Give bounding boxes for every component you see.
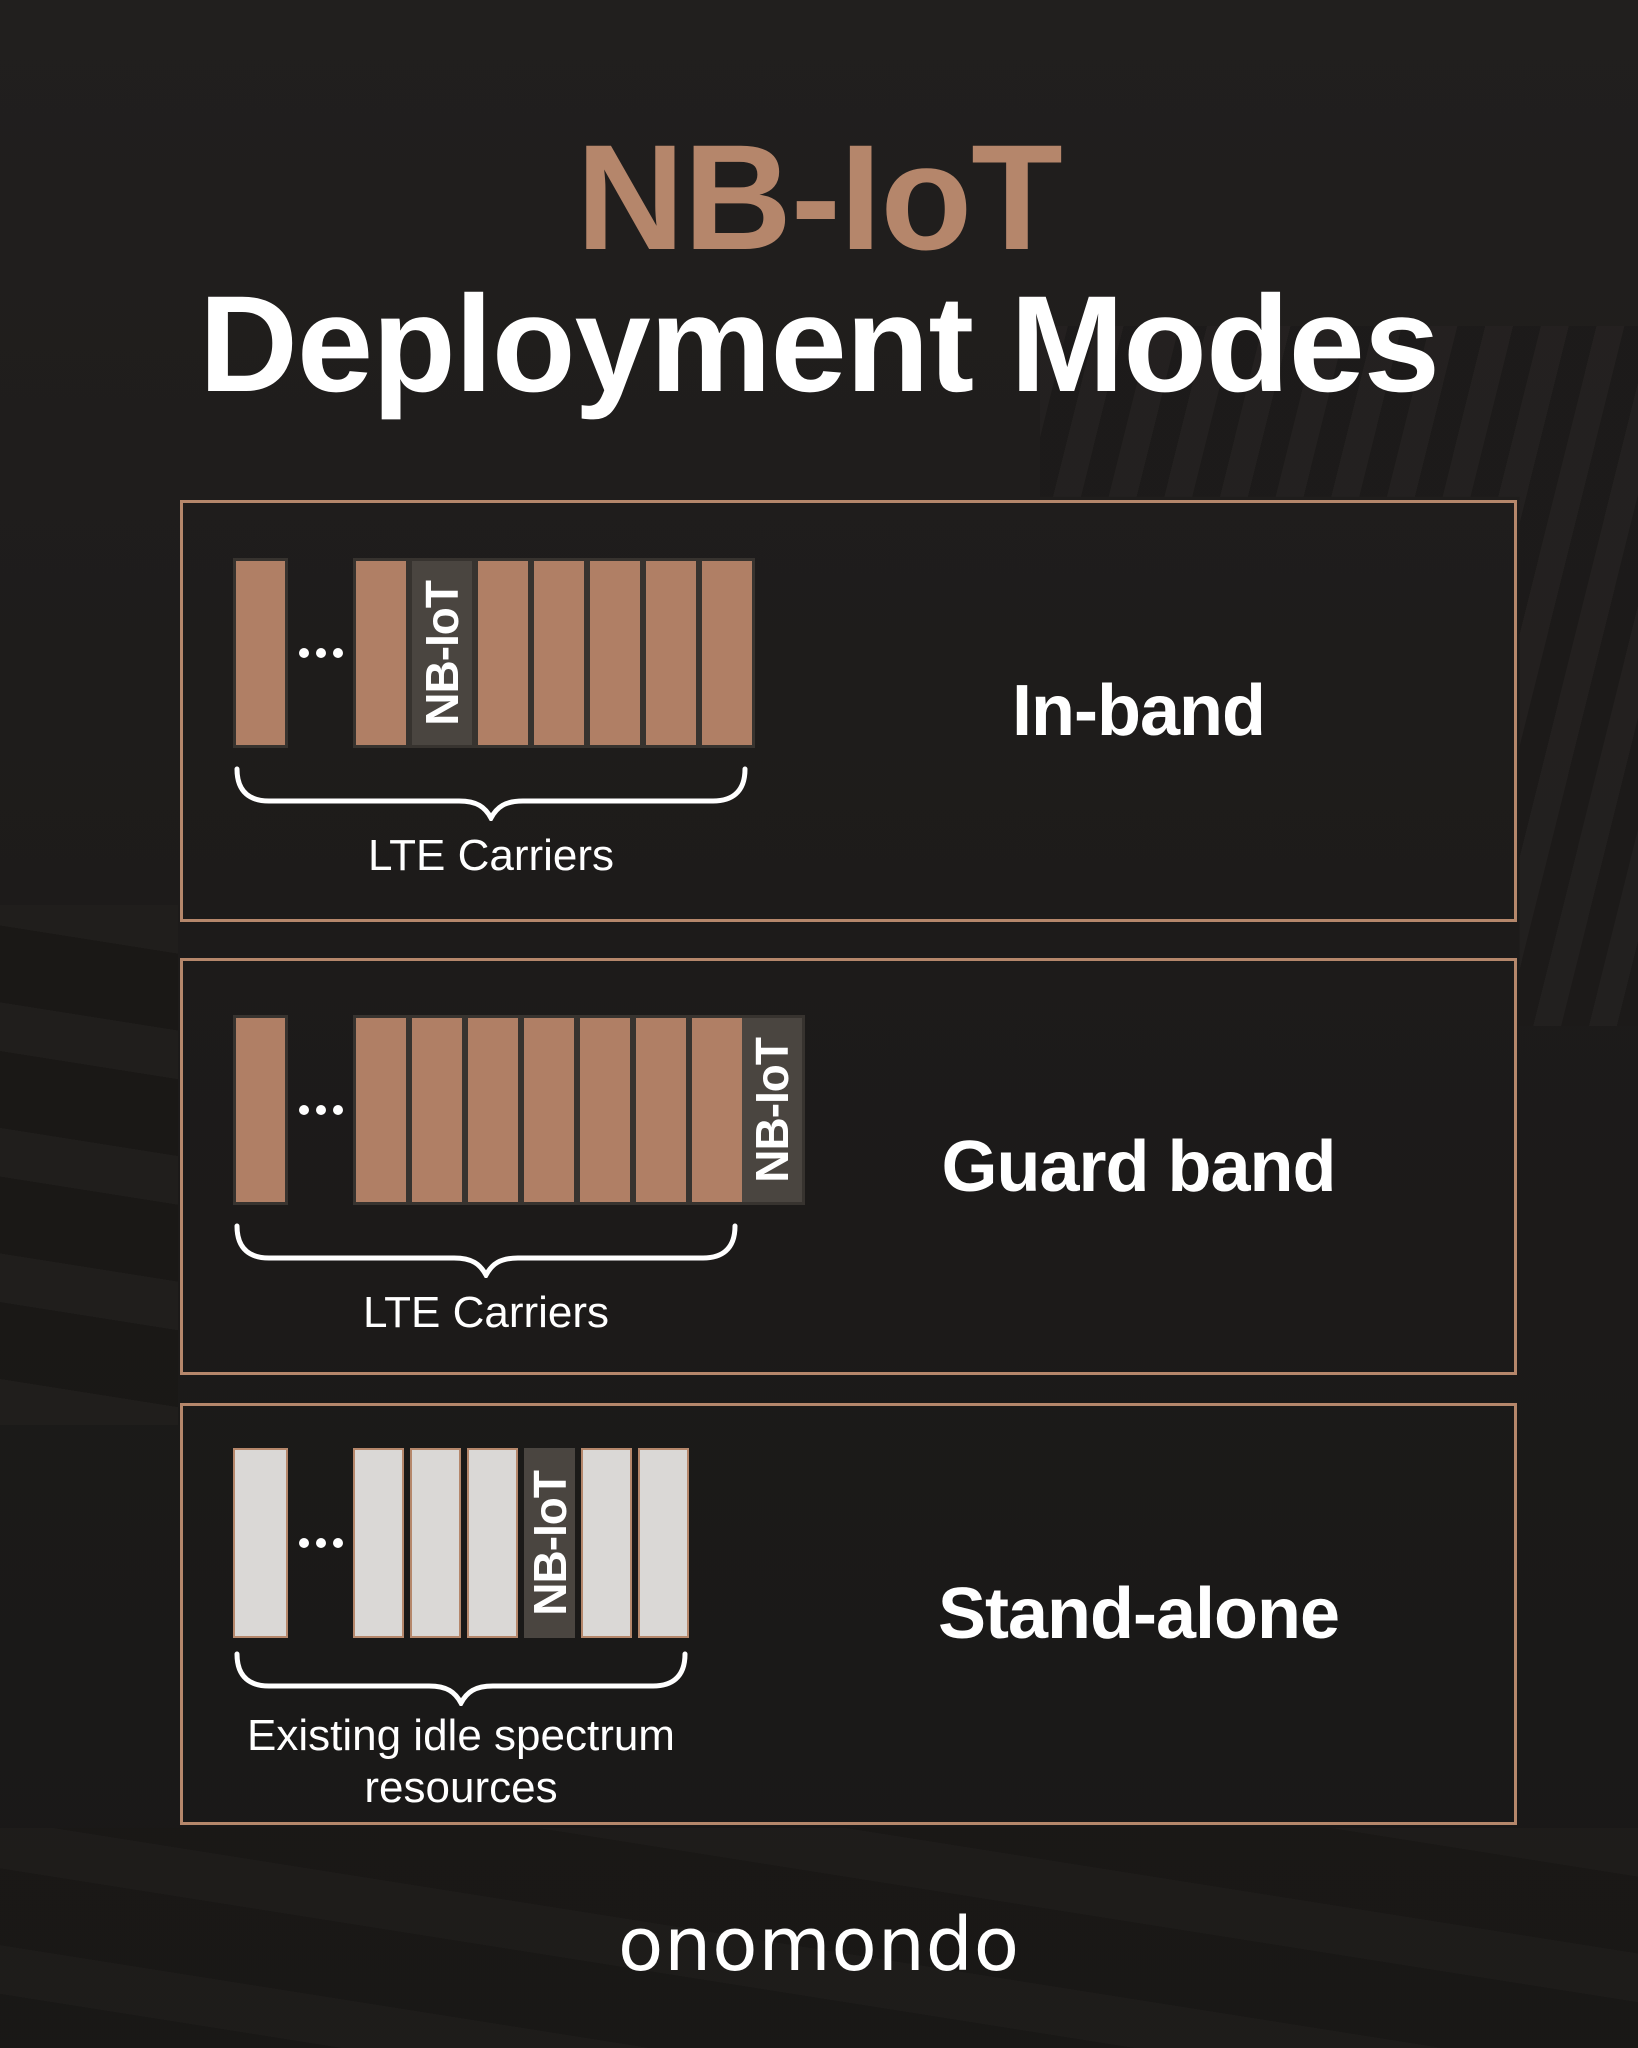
ellipsis-dots xyxy=(288,558,353,748)
nbiot-bar-label: NB-IoT xyxy=(416,580,468,726)
lte-carrier-bar xyxy=(468,1018,518,1202)
idle-spectrum-bar xyxy=(638,1448,689,1638)
lte-carrier-bar xyxy=(580,1018,630,1202)
carrier-group: NB-IoT xyxy=(353,1448,689,1638)
ellipsis-dot xyxy=(332,648,343,658)
ellipsis-dot xyxy=(315,648,326,658)
ellipsis-dot xyxy=(315,1105,326,1115)
ellipsis-dot xyxy=(298,648,309,658)
nbiot-bar: NB-IoT xyxy=(412,561,472,745)
ellipsis-dot xyxy=(332,1105,343,1115)
in-band-spectrum-diagram: NB-IoT LTE Carriers xyxy=(183,503,1514,919)
idle-spectrum-bar xyxy=(233,1448,288,1638)
lte-carrier-bar xyxy=(636,1018,686,1202)
nbiot-bar-label: NB-IoT xyxy=(523,1470,576,1616)
ellipsis-dots xyxy=(288,1015,353,1205)
lte-carrier-bar xyxy=(233,1015,288,1205)
lte-carrier-bar xyxy=(356,1018,406,1202)
idle-spectrum-bar xyxy=(467,1448,518,1638)
ellipsis-dots xyxy=(288,1448,353,1638)
lte-carrier-bar xyxy=(524,1018,574,1202)
nbiot-bar: NB-IoT xyxy=(523,1448,576,1638)
ellipsis-dot xyxy=(332,1538,343,1548)
idle-spectrum-bar xyxy=(353,1448,404,1638)
brace-caption-line: Existing idle spectrum xyxy=(247,1711,675,1760)
guard-band-spectrum-diagram: NB-IoT LTE Carriers xyxy=(183,961,1514,1372)
lte-carrier-bar-fill xyxy=(236,1018,285,1202)
lte-carrier-bar-fill xyxy=(236,561,285,745)
nbiot-bar: NB-IoT xyxy=(742,1018,802,1202)
lte-carrier-bar xyxy=(534,561,584,745)
title-nbiot: NB-IoT xyxy=(576,113,1063,281)
carrier-group: NB-IoT xyxy=(353,1015,805,1205)
lte-carrier-bar xyxy=(702,561,752,745)
lte-carrier-bar xyxy=(646,561,696,745)
idle-spectrum-bar xyxy=(410,1448,461,1638)
curly-brace xyxy=(234,1223,738,1278)
lte-carrier-bar xyxy=(412,1018,462,1202)
mode-label-in-band: In-band xyxy=(1012,671,1266,751)
idle-spectrum-bar xyxy=(581,1448,632,1638)
brace-caption-line: resources xyxy=(364,1762,558,1812)
panel-guard-band: NB-IoT LTE Carriers Guard band xyxy=(180,958,1517,1375)
curly-brace xyxy=(234,766,748,821)
background-stripes-left xyxy=(0,905,178,1425)
ellipsis-dot xyxy=(315,1538,326,1548)
lte-carrier-bar xyxy=(692,1018,742,1202)
onomondo-logo: onomondo xyxy=(618,1902,1020,1988)
mode-label-guard-band: Guard band xyxy=(941,1126,1336,1207)
brace-caption-line: LTE Carriers xyxy=(362,1288,610,1337)
brace-caption: LTE Carriers xyxy=(233,830,749,882)
lte-carrier-bar xyxy=(590,561,640,745)
lte-carrier-bar xyxy=(478,561,528,745)
ellipsis-dot xyxy=(298,1538,309,1548)
carrier-group: NB-IoT xyxy=(353,558,755,748)
curly-brace xyxy=(234,1651,688,1706)
lte-carrier-bar xyxy=(356,561,406,745)
mode-label-stand-alone: Stand-alone xyxy=(937,1574,1340,1654)
lte-carrier-bar xyxy=(233,558,288,748)
brace-caption-line: LTE Carriers xyxy=(367,831,615,880)
brace-caption: LTE Carriers xyxy=(233,1287,739,1339)
panel-in-band: NB-IoT LTE Carriers In-band xyxy=(180,500,1517,922)
title-deployment-modes: Deployment Modes xyxy=(198,268,1440,421)
ellipsis-dot xyxy=(298,1105,309,1115)
